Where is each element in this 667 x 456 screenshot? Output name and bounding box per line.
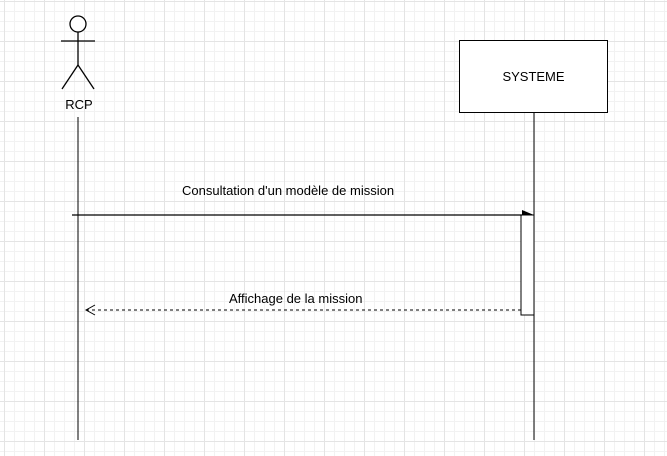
actor-figure[interactable] <box>61 15 95 90</box>
system-activation-bar[interactable] <box>520 214 535 316</box>
actor-label: RCP <box>65 97 93 112</box>
message-2-arrowhead <box>84 304 96 316</box>
message-1-label: Consultation d'un modèle de mission <box>182 183 395 198</box>
message-1-arrowhead <box>522 210 534 215</box>
system-label: SYSTEME <box>502 69 565 84</box>
system-lifeline-box[interactable]: SYSTEME <box>459 40 608 113</box>
actor-head <box>69 15 87 33</box>
actor-right-leg <box>77 64 95 90</box>
actor-left-leg <box>61 64 79 90</box>
message-2-label: Affichage de la mission <box>229 291 363 306</box>
